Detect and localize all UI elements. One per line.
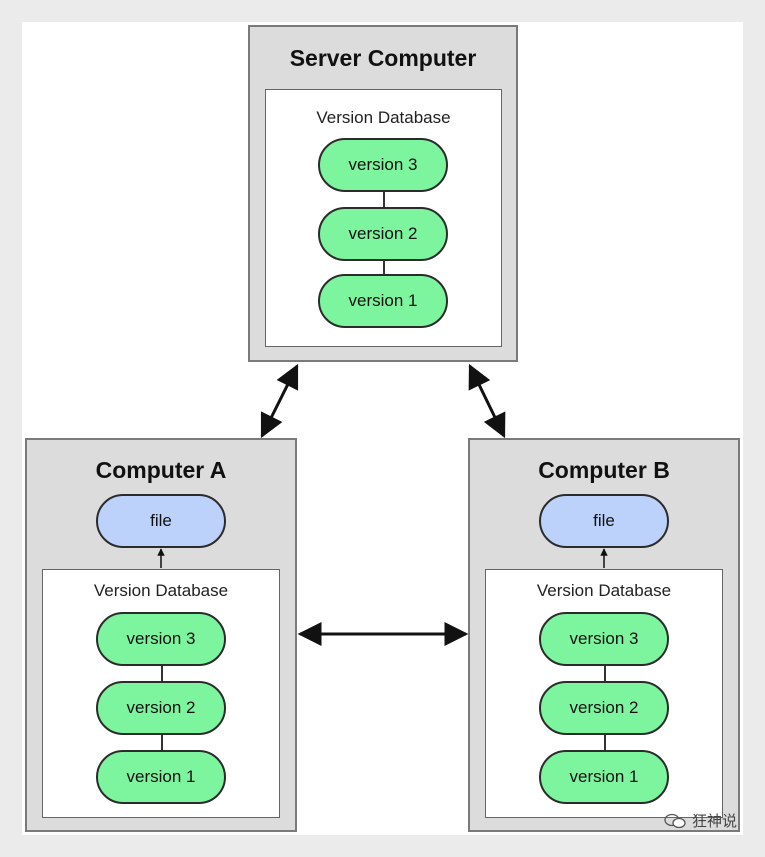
computer-a-db-label: Version Database: [93, 581, 229, 600]
server-version-2: version 2: [318, 207, 448, 261]
computer-b-version-3: version 3: [539, 612, 669, 666]
watermark: 狂神说: [664, 810, 737, 831]
computer-a-version-database: Version Database version 3 version 2 ver…: [42, 569, 280, 818]
computer-b-version-1: version 1: [539, 750, 669, 804]
computer-b-box: Computer B file Version Database version…: [468, 438, 740, 832]
computer-a-box: Computer A file Version Database version…: [25, 438, 297, 832]
computer-b-version-database: Version Database version 3 version 2 ver…: [485, 569, 723, 818]
watermark-text: 狂神说: [691, 813, 737, 830]
computer-a-version-3: version 3: [96, 612, 226, 666]
computer-b-file: file: [539, 494, 669, 548]
computer-a-version-2: version 2: [96, 681, 226, 735]
computer-b-db-label: Version Database: [536, 581, 672, 600]
computer-a-file: file: [96, 494, 226, 548]
server-version-1: version 1: [318, 274, 448, 328]
computer-b-title: Computer B: [538, 457, 670, 483]
server-computer-box: Server Computer Version Database version…: [248, 25, 518, 362]
wechat-icon: [664, 813, 686, 828]
server-computer-b-arrow: [468, 363, 506, 439]
server-computer-title: Server Computer: [289, 45, 477, 71]
computer-a-version-1: version 1: [96, 750, 226, 804]
computer-b-version-2: version 2: [539, 681, 669, 735]
server-version-database: Version Database version 3 version 2 ver…: [265, 89, 502, 347]
computer-a-title: Computer A: [95, 457, 227, 483]
server-version-3: version 3: [318, 138, 448, 192]
server-computer-a-arrow: [260, 363, 299, 439]
server-db-label: Version Database: [316, 108, 451, 127]
